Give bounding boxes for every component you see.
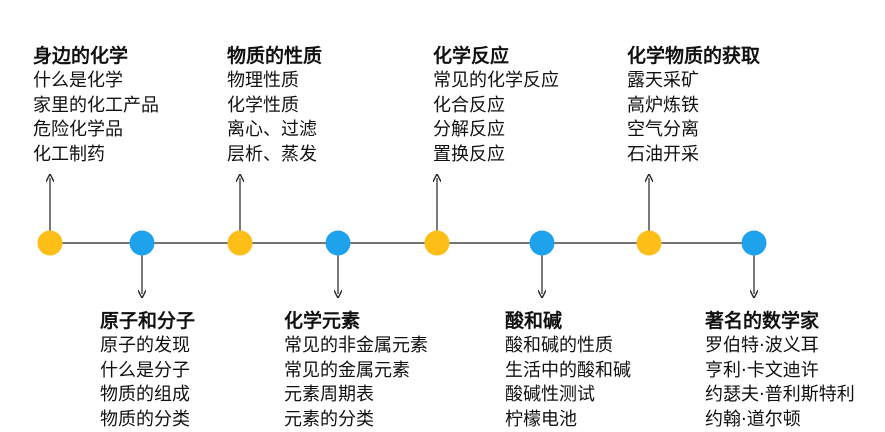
topic-item: 置换反应 <box>433 143 633 168</box>
topic-block-properties-of-matter: 物质的性质 物理性质 化学性质 离心、过滤 层析、蒸发 <box>227 44 427 167</box>
topic-title: 化学物质的获取 <box>627 44 827 68</box>
topic-block-atoms-and-molecules: 原子和分子 原子的发现 什么是分子 物质的组成 物质的分类 <box>100 309 300 432</box>
topic-title: 化学元素 <box>284 309 484 333</box>
topic-item: 空气分离 <box>627 118 827 143</box>
topic-block-chemistry-around-us: 身边的化学 什么是化学 家里的化工产品 危险化学品 化工制药 <box>33 44 233 167</box>
topic-item: 罗伯特·波义耳 <box>705 334 885 359</box>
timeline-node-yellow <box>637 231 662 256</box>
topic-item: 化学性质 <box>227 94 427 119</box>
topic-item: 柠檬电池 <box>505 408 705 432</box>
topic-item-list: 罗伯特·波义耳 亨利·卡文迪许 约瑟夫·普利斯特利 约翰·道尔顿 <box>705 334 885 432</box>
topic-item: 常见的金属元素 <box>284 359 484 384</box>
topic-title: 著名的数学家 <box>705 309 885 333</box>
topic-item: 化工制药 <box>33 143 233 168</box>
topic-item-list: 常见的化学反应 化合反应 分解反应 置换反应 <box>433 69 633 167</box>
topic-item: 家里的化工产品 <box>33 94 233 119</box>
topic-title: 身边的化学 <box>33 44 233 68</box>
timeline-node-blue <box>742 231 767 256</box>
topic-block-famous-scientists: 著名的数学家 罗伯特·波义耳 亨利·卡文迪许 约瑟夫·普利斯特利 约翰·道尔顿 <box>705 309 885 432</box>
topic-title: 酸和碱 <box>505 309 705 333</box>
timeline-node-blue <box>530 231 555 256</box>
topic-item-list: 露天采矿 高炉炼铁 空气分离 石油开采 <box>627 69 827 167</box>
topic-title: 化学反应 <box>433 44 633 68</box>
topic-item-list: 物理性质 化学性质 离心、过滤 层析、蒸发 <box>227 69 427 167</box>
topic-item: 层析、蒸发 <box>227 143 427 168</box>
topic-item: 元素的分类 <box>284 408 484 432</box>
topic-item: 物质的组成 <box>100 383 300 408</box>
topic-item-list: 酸和碱的性质 生活中的酸和碱 酸碱性测试 柠檬电池 <box>505 334 705 432</box>
topic-item: 石油开采 <box>627 143 827 168</box>
topic-item: 常见的非金属元素 <box>284 334 484 359</box>
topic-item: 化合反应 <box>433 94 633 119</box>
topic-item: 元素周期表 <box>284 383 484 408</box>
topic-title: 物质的性质 <box>227 44 427 68</box>
timeline-node-yellow <box>425 231 450 256</box>
topic-item: 亨利·卡文迪许 <box>705 359 885 384</box>
topic-item: 离心、过滤 <box>227 118 427 143</box>
topic-item: 露天采矿 <box>627 69 827 94</box>
topic-item-list: 什么是化学 家里的化工产品 危险化学品 化工制药 <box>33 69 233 167</box>
topic-item: 物理性质 <box>227 69 427 94</box>
topic-item: 约翰·道尔顿 <box>705 408 885 432</box>
timeline-node-yellow <box>228 231 253 256</box>
timeline-node-yellow <box>38 231 63 256</box>
topic-item-list: 常见的非金属元素 常见的金属元素 元素周期表 元素的分类 <box>284 334 484 432</box>
topic-item: 物质的分类 <box>100 408 300 432</box>
topic-block-chemical-reactions: 化学反应 常见的化学反应 化合反应 分解反应 置换反应 <box>433 44 633 167</box>
topic-item: 分解反应 <box>433 118 633 143</box>
topic-item: 酸和碱的性质 <box>505 334 705 359</box>
topic-item: 约瑟夫·普利斯特利 <box>705 383 885 408</box>
topic-title: 原子和分子 <box>100 309 300 333</box>
timeline-node-blue <box>326 231 351 256</box>
topic-item: 危险化学品 <box>33 118 233 143</box>
topic-item: 酸碱性测试 <box>505 383 705 408</box>
topic-item: 常见的化学反应 <box>433 69 633 94</box>
timeline-node-blue <box>130 231 155 256</box>
topic-item: 高炉炼铁 <box>627 94 827 119</box>
topic-item: 什么是分子 <box>100 359 300 384</box>
topic-block-chemical-elements: 化学元素 常见的非金属元素 常见的金属元素 元素周期表 元素的分类 <box>284 309 484 432</box>
topic-item-list: 原子的发现 什么是分子 物质的组成 物质的分类 <box>100 334 300 432</box>
topic-item: 原子的发现 <box>100 334 300 359</box>
topic-item: 什么是化学 <box>33 69 233 94</box>
topic-item: 生活中的酸和碱 <box>505 359 705 384</box>
topic-block-obtaining-chemicals: 化学物质的获取 露天采矿 高炉炼铁 空气分离 石油开采 <box>627 44 827 167</box>
topic-block-acids-and-bases: 酸和碱 酸和碱的性质 生活中的酸和碱 酸碱性测试 柠檬电池 <box>505 309 705 432</box>
